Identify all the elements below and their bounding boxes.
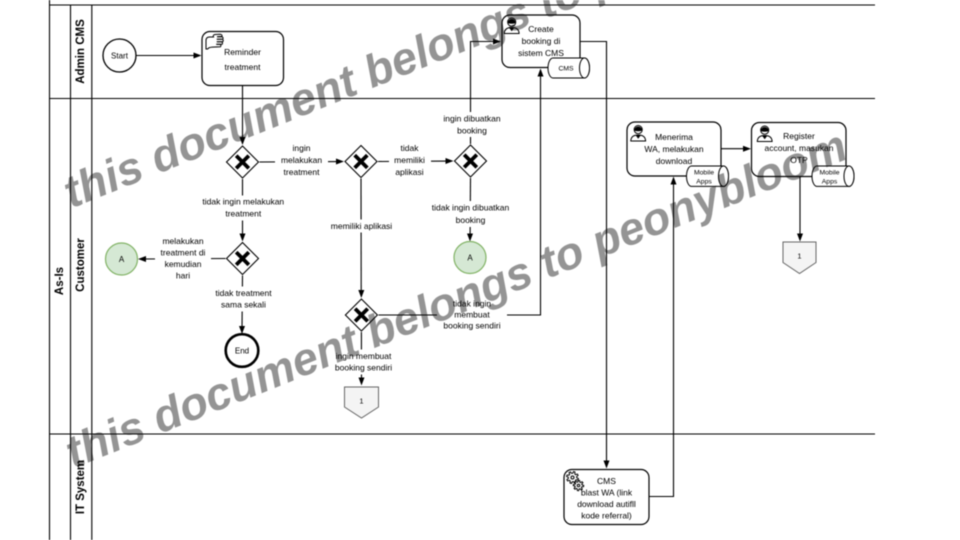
svg-text:OTP: OTP [790, 155, 808, 165]
svg-text:download: download [656, 156, 693, 166]
svg-text:booking sendiri: booking sendiri [443, 321, 500, 331]
svg-text:1: 1 [797, 252, 801, 261]
svg-text:CMS: CMS [597, 476, 616, 486]
svg-text:A: A [467, 254, 473, 263]
svg-text:1: 1 [359, 397, 363, 406]
svg-text:Customer: Customer [75, 238, 87, 292]
svg-text:ingin dibuatkan: ingin dibuatkan [443, 114, 500, 124]
svg-text:CMS: CMS [558, 66, 574, 73]
svg-text:tidak treatment: tidak treatment [215, 288, 272, 298]
svg-text:tidak ingin: tidak ingin [453, 299, 492, 309]
svg-text:Register: Register [783, 131, 815, 141]
svg-text:sama sekali: sama sekali [221, 300, 266, 310]
svg-text:aplikasi: aplikasi [395, 167, 423, 177]
svg-text:Admin CMS: Admin CMS [75, 19, 87, 84]
svg-text:booking: booking [457, 126, 487, 136]
svg-text:tidak: tidak [401, 143, 420, 153]
svg-text:booking sendiri: booking sendiri [335, 363, 392, 373]
svg-text:Mobile: Mobile [819, 170, 839, 177]
svg-text:memiliki: memiliki [394, 155, 425, 165]
svg-text:treatment: treatment [225, 62, 262, 72]
svg-text:tidak ingin dibuatkan: tidak ingin dibuatkan [432, 203, 510, 213]
svg-text:ingin: ingin [293, 143, 311, 153]
svg-text:memiliki aplikasi: memiliki aplikasi [331, 221, 393, 231]
svg-text:ingin membuat: ingin membuat [336, 351, 392, 361]
svg-text:treatment: treatment [225, 209, 262, 219]
svg-text:melakukan: melakukan [281, 155, 322, 165]
svg-text:Apps: Apps [696, 179, 712, 186]
svg-text:membuat: membuat [454, 310, 490, 320]
svg-text:IT System: IT System [75, 460, 87, 514]
svg-text:booking di: booking di [522, 36, 561, 46]
svg-text:Start: Start [111, 52, 129, 61]
svg-text:sistem CMS: sistem CMS [518, 48, 564, 58]
svg-text:WA, melakukan: WA, melakukan [644, 144, 703, 154]
svg-text:blast WA (link: blast WA (link [581, 488, 633, 498]
svg-text:download autifll: download autifll [577, 499, 636, 509]
svg-text:A: A [119, 255, 125, 264]
svg-text:Reminder: Reminder [224, 47, 261, 57]
svg-text:melakukan: melakukan [162, 236, 203, 246]
svg-text:treatment di: treatment di [161, 248, 206, 258]
svg-text:Apps: Apps [822, 179, 838, 186]
svg-text:treatment: treatment [284, 167, 321, 177]
svg-text:Mobile: Mobile [694, 170, 714, 177]
svg-text:booking: booking [456, 215, 486, 225]
svg-text:account, masukan: account, masukan [765, 143, 834, 153]
svg-text:tidak ingin melakukan: tidak ingin melakukan [202, 197, 284, 207]
svg-text:hari: hari [176, 271, 190, 281]
svg-text:kode referral): kode referral) [581, 511, 632, 521]
svg-text:As-Is: As-Is [54, 267, 66, 295]
svg-text:kemudian: kemudian [165, 259, 202, 269]
svg-text:End: End [235, 347, 249, 356]
svg-text:Create: Create [528, 24, 554, 34]
svg-text:Menerima: Menerima [655, 132, 693, 142]
